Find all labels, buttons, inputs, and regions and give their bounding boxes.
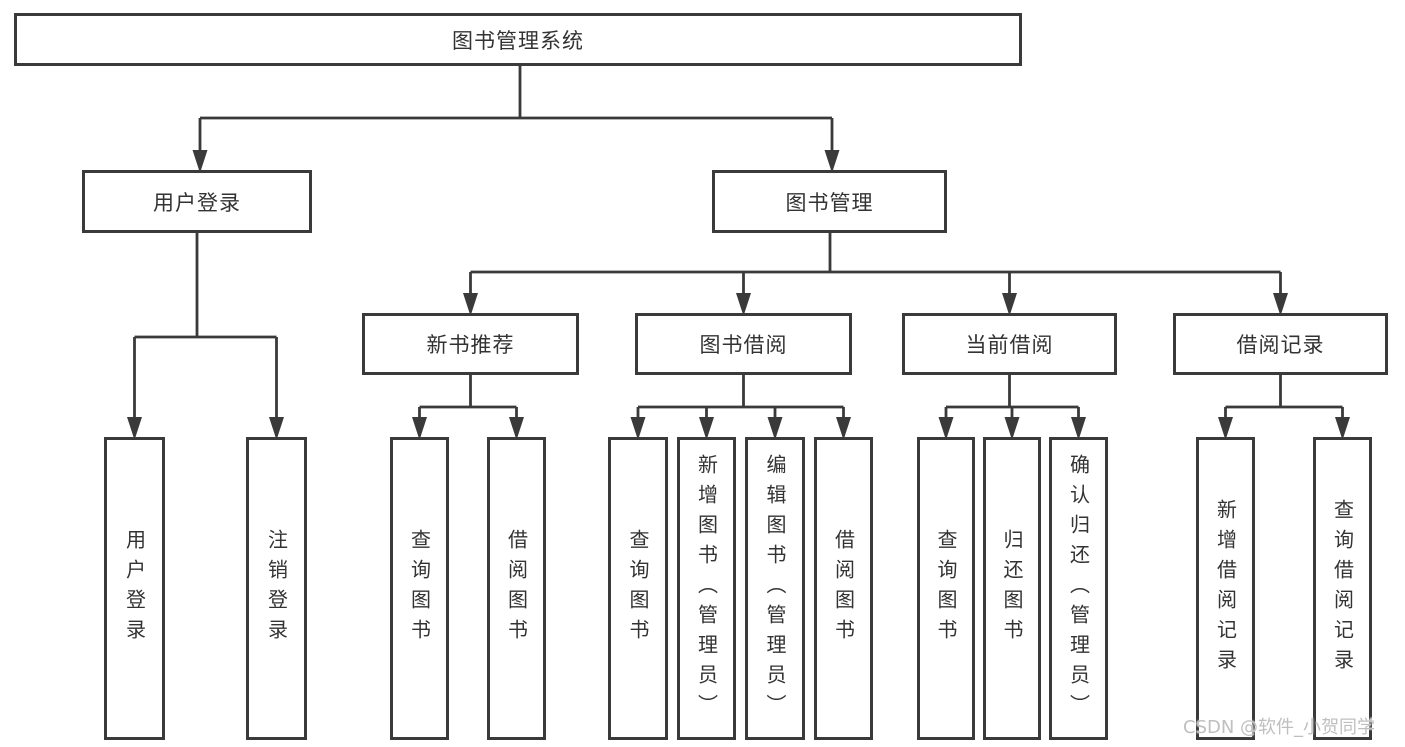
connector-userlogin-to-leaves <box>133 233 278 436</box>
leaf-borrow-add-book-admin: 新增图书（管理员） <box>677 437 736 740</box>
leaf-newbook-query-book: 查询图书 <box>390 437 449 740</box>
leaf-current-return-book: 归还图书 <box>983 437 1041 740</box>
leaf-current-confirm-return-admin: 确认归还（管理员） <box>1049 437 1108 740</box>
connector-record-to-leaves <box>1224 375 1344 436</box>
leaf-borrow-edit-book-admin: 编辑图书（管理员） <box>745 437 805 740</box>
leaf-logout: 注销登录 <box>246 437 307 740</box>
leaf-newbook-borrow-book: 借阅图书 <box>487 437 546 740</box>
leaf-user-login: 用户登录 <box>104 437 165 740</box>
node-current-borrow: 当前借阅 <box>902 313 1117 375</box>
node-user-login: 用户登录 <box>82 170 312 233</box>
connector-lines <box>133 66 1344 436</box>
connector-bookmgmt-to-level3 <box>469 233 1282 311</box>
node-new-book-recommend: 新书推荐 <box>362 313 579 375</box>
leaf-record-query-record: 查询借阅记录 <box>1313 437 1372 740</box>
connector-newbook-to-leaves <box>418 375 518 436</box>
connector-root-to-level2 <box>198 66 834 168</box>
leaf-record-add-record: 新增借阅记录 <box>1196 437 1255 740</box>
leaf-current-query-book: 查询图书 <box>917 437 975 740</box>
node-borrow-record: 借阅记录 <box>1173 313 1388 375</box>
leaf-borrow-query-book: 查询图书 <box>608 437 668 740</box>
csdn-watermark: CSDN @软件_小贺同学 <box>1183 717 1376 738</box>
node-root-system: 图书管理系统 <box>14 13 1022 66</box>
leaf-borrow-borrow-book: 借阅图书 <box>814 437 873 740</box>
connector-current-to-leaves <box>944 375 1080 436</box>
node-book-management: 图书管理 <box>712 170 947 233</box>
connector-borrow-to-leaves <box>636 375 845 436</box>
node-book-borrow: 图书借阅 <box>635 313 852 375</box>
